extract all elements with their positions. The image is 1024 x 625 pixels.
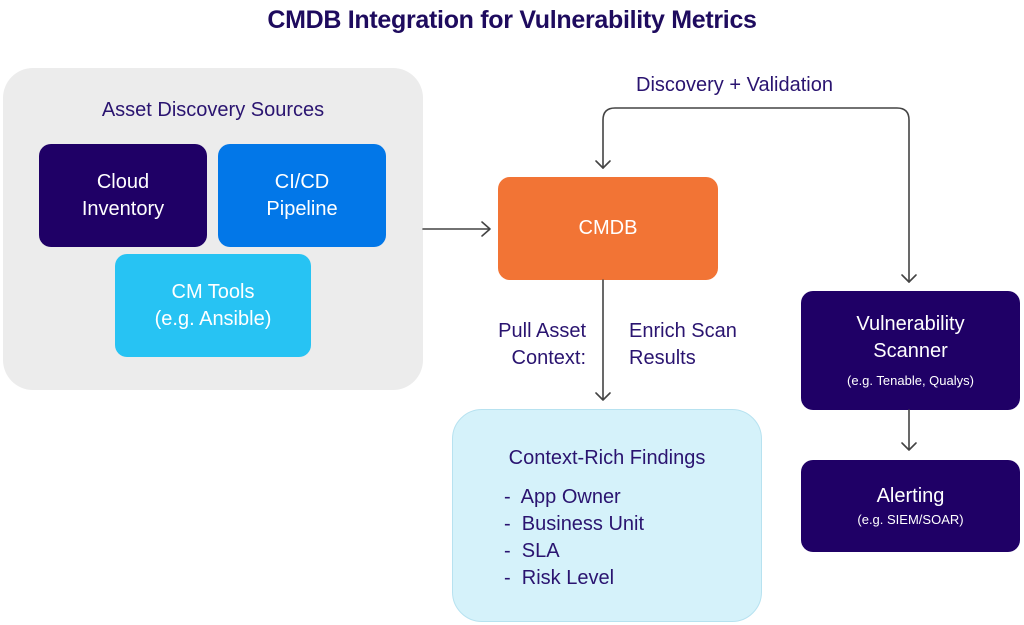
- cmdb-node: CMDB: [498, 177, 718, 280]
- findings-item-text: Business Unit: [521, 513, 645, 535]
- arrowhead-to-cmdb: [595, 160, 611, 169]
- alerting-line1: Alerting: [876, 484, 945, 507]
- findings-node: [452, 409, 762, 622]
- pull-asset-line1: Pull Asset: [498, 320, 586, 342]
- cloud-inventory-line2: Inventory: [81, 197, 165, 220]
- scanner-to-alerting-arrow: [901, 409, 917, 451]
- cm-tools-line2: (e.g. Ansible): [154, 307, 272, 330]
- cmdb-to-findings-arrow: [595, 279, 611, 401]
- alerting-node: Alerting (e.g. SIEM/SOAR): [801, 460, 1020, 552]
- findings-item-text: Risk Level: [521, 567, 615, 589]
- discovery-loop-arrow: [602, 107, 910, 283]
- sources-to-cmdb-arrow: [422, 221, 491, 237]
- findings-item: - Risk Level: [504, 567, 615, 589]
- enrich-scan-line1: Enrich Scan: [629, 320, 737, 342]
- cm-tools-node: CM Tools (e.g. Ansible): [115, 254, 311, 357]
- cicd-pipeline-node: CI/CD Pipeline: [218, 144, 386, 247]
- findings-item: - App Owner: [504, 486, 621, 508]
- pull-asset-label: Pull Asset Context:: [440, 318, 586, 372]
- cicd-line2: Pipeline: [266, 197, 338, 220]
- enrich-scan-line2: Results: [629, 347, 696, 369]
- findings-item-text: App Owner: [520, 486, 621, 508]
- scanner-sub: (e.g. Tenable, Qualys): [847, 372, 974, 388]
- cloud-inventory-node: Cloud Inventory: [39, 144, 207, 247]
- cmdb-label: CMDB: [578, 217, 638, 239]
- findings-item: - SLA: [504, 540, 560, 562]
- arrowhead-to-scanner: [901, 274, 917, 283]
- findings-list: - App Owner - Business Unit - SLA - Risk…: [504, 484, 644, 592]
- diagram-title: CMDB Integration for Vulnerability Metri…: [267, 6, 757, 34]
- enrich-scan-label: Enrich Scan Results: [629, 318, 737, 372]
- asset-discovery-label: Asset Discovery Sources: [101, 99, 325, 121]
- pull-asset-line2: Context:: [511, 347, 586, 369]
- scanner-line2: Scanner: [873, 339, 948, 362]
- alerting-sub: (e.g. SIEM/SOAR): [857, 511, 964, 527]
- discovery-validation-label: Discovery + Validation: [636, 74, 833, 96]
- cicd-line1: CI/CD: [274, 170, 330, 193]
- findings-item: - Business Unit: [504, 513, 645, 535]
- vulnerability-scanner-node: Vulnerability Scanner (e.g. Tenable, Qua…: [801, 291, 1020, 410]
- findings-title: Context-Rich Findings: [508, 447, 706, 469]
- cm-tools-line1: CM Tools: [171, 280, 255, 303]
- scanner-line1: Vulnerability: [856, 312, 965, 335]
- cloud-inventory-line1: Cloud: [96, 170, 150, 193]
- findings-item-text: SLA: [521, 540, 560, 562]
